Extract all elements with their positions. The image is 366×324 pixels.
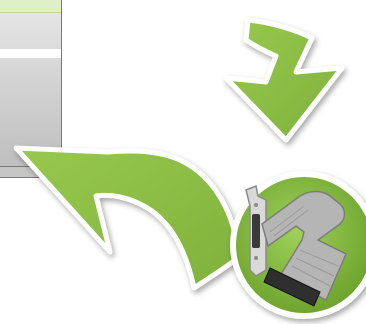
device-badge [230,171,366,319]
down-arrow-icon [226,20,342,140]
curved-arrow-icon [16,148,238,288]
